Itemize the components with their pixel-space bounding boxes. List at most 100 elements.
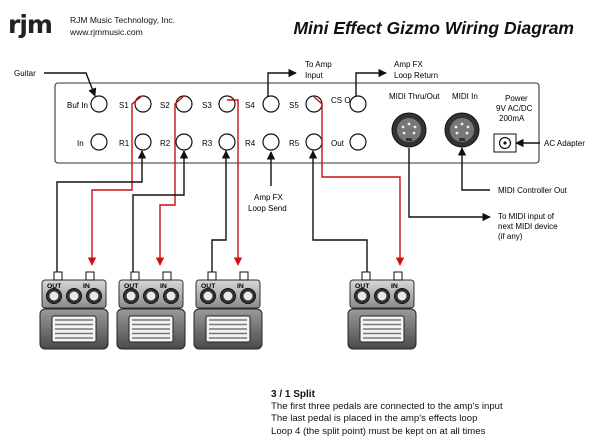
pedal-knob-cap (243, 291, 253, 301)
svg-text:next MIDI device: next MIDI device (498, 222, 558, 231)
jack-cs-out: CS Out (331, 95, 367, 113)
svg-text:Amp FX: Amp FX (254, 193, 284, 202)
midi-controller-cable (457, 147, 490, 191)
svg-text:To Amp: To Amp (305, 60, 332, 69)
jack-r2: R2 (160, 133, 193, 151)
jack-buf-in: Buf In (67, 95, 108, 113)
svg-text:Amp FX: Amp FX (394, 60, 424, 69)
to-midi-input-label: To MIDI input of next MIDI device (if an… (498, 212, 558, 241)
effect-pedals: OUT IN OUT IN OUT IN OUT IN (39, 271, 417, 350)
svg-text:R4: R4 (245, 139, 256, 148)
svg-text:S5: S5 (289, 101, 299, 110)
pedal-knob-cap (166, 291, 176, 301)
svg-text:R1: R1 (119, 139, 130, 148)
pedal-knob-cap (203, 291, 213, 301)
ac-adapter-label: AC Adapter (544, 139, 585, 148)
pedal-knob-cap (49, 291, 59, 301)
svg-text:Power: Power (505, 94, 528, 103)
guitar-cable (44, 72, 97, 97)
send-cable-s3 (227, 99, 243, 266)
jack-s1: S1 (119, 95, 152, 113)
pedal-out-label: OUT (124, 283, 139, 290)
power-label: Power 9V AC/DC 200mA (496, 94, 533, 123)
svg-text:In: In (77, 139, 84, 148)
svg-text:Loop Send: Loop Send (248, 204, 287, 213)
svg-text:9V AC/DC: 9V AC/DC (496, 104, 533, 113)
pedal-1: OUT IN (39, 271, 109, 350)
pedal-out-jack (361, 271, 371, 281)
pedal-knob-cap (126, 291, 136, 301)
pedal-in-label: IN (83, 283, 90, 290)
pedal-knob-cap (69, 291, 79, 301)
footer-line-1: The first three pedals are connected to … (271, 401, 503, 413)
jack-out: Out (331, 133, 367, 151)
footer-line-3: Loop 4 (the split point) must be kept on… (271, 425, 486, 437)
pedal-in-label: IN (160, 283, 167, 290)
jack-r4: R4 (245, 133, 280, 151)
amp-fx-loop-send-label: Amp FX Loop Send (248, 193, 287, 213)
svg-text:S2: S2 (160, 101, 170, 110)
rjm-logo: rjm (8, 10, 53, 39)
pedal-out-jack (207, 271, 217, 281)
midi-thru-connector (391, 112, 427, 148)
pedal-in-label: IN (237, 283, 244, 290)
pedal-3: OUT IN (193, 271, 263, 350)
midi-in-connector (444, 112, 480, 148)
footer-notes: 3 / 1 Split The first three pedals are c… (271, 389, 503, 438)
pedal-in-jack (162, 271, 172, 281)
svg-text:Out: Out (331, 139, 345, 148)
send-cable-s5 (313, 96, 405, 266)
return-cable-r2 (132, 150, 189, 275)
svg-text:R2: R2 (160, 139, 171, 148)
pedal-knob-cap (357, 291, 367, 301)
svg-text:R3: R3 (202, 139, 213, 148)
svg-text:CS Out: CS Out (331, 96, 358, 105)
return-cable-r3 (211, 150, 231, 275)
pedal-out-label: OUT (201, 283, 216, 290)
svg-text:S3: S3 (202, 101, 212, 110)
company-name: RJM Music Technology, Inc. (70, 15, 176, 25)
pedal-out-label: OUT (47, 283, 62, 290)
svg-text:S4: S4 (245, 101, 255, 110)
pedal-in-jack (393, 271, 403, 281)
amp-fx-return-cable (355, 68, 387, 97)
jack-r1: R1 (119, 133, 152, 151)
return-cable-r5 (308, 150, 368, 275)
midi-in-label: MIDI In (452, 92, 478, 101)
pedal-knob-cap (397, 291, 407, 301)
pedal-out-jack (130, 271, 140, 281)
midi-thru-cable (408, 148, 491, 222)
amp-fx-loop-return-label: Amp FX Loop Return (394, 60, 438, 80)
power-jack (493, 133, 517, 153)
to-amp-input-label: To Amp Input (305, 60, 332, 80)
footer-heading: 3 / 1 Split (271, 389, 315, 400)
company-url: www.rjmmusic.com (70, 27, 143, 37)
pedal-knob-cap (223, 291, 233, 301)
pedal-out-label: OUT (355, 283, 370, 290)
svg-text:(if any): (if any) (498, 232, 523, 241)
send-cable-s1 (87, 95, 143, 266)
svg-text:Buf In: Buf In (67, 101, 88, 110)
pedal-in-jack (85, 271, 95, 281)
pedal-in-label: IN (391, 283, 398, 290)
pedal-4: OUT IN (347, 271, 417, 350)
pedal-knob-cap (89, 291, 99, 301)
midi-controller-out-label: MIDI Controller Out (498, 186, 568, 195)
footer-line-2: The last pedal is placed in the amp's ef… (271, 413, 478, 425)
to-amp-input-cable (267, 68, 297, 97)
svg-text:200mA: 200mA (499, 114, 525, 123)
return-cable-r1 (56, 150, 147, 275)
send-cable-s2 (155, 95, 185, 266)
midi-thru-label: MIDI Thru/Out (389, 92, 440, 101)
jack-in: In (77, 133, 108, 151)
pedal-knob-cap (146, 291, 156, 301)
pedal-out-jack (53, 271, 63, 281)
svg-text:R5: R5 (289, 139, 300, 148)
svg-text:Loop Return: Loop Return (394, 71, 438, 80)
svg-text:S1: S1 (119, 101, 129, 110)
jack-r3: R3 (202, 133, 236, 151)
jack-s4: S4 (245, 95, 280, 113)
jack-r5: R5 (289, 133, 323, 151)
